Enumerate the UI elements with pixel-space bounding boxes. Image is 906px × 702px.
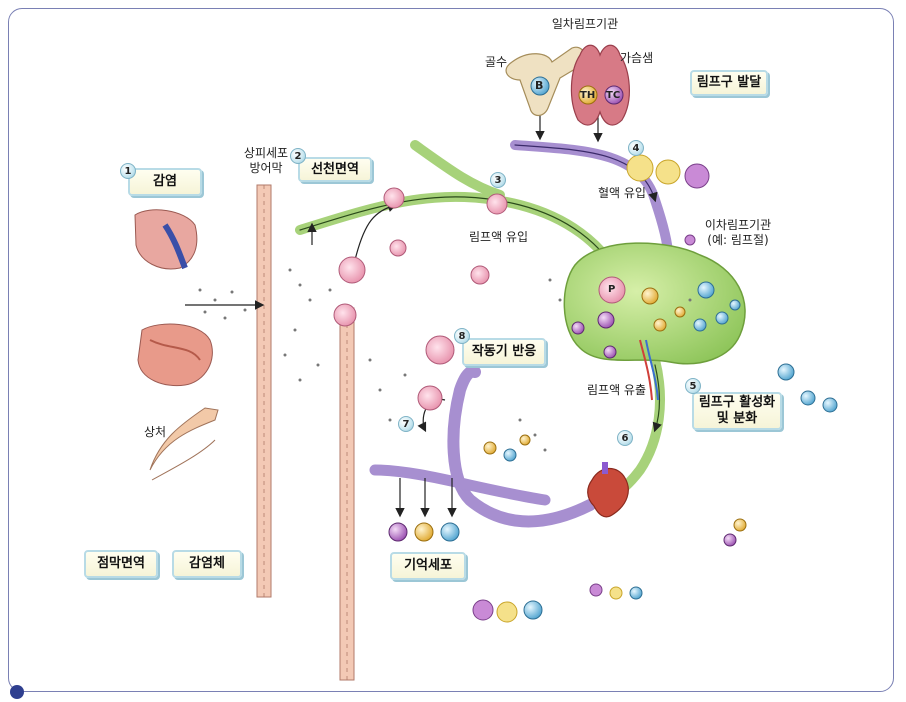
epithelial-barrier-label-line2: 방어막 xyxy=(249,161,283,175)
corner-dot xyxy=(10,685,24,699)
activation-box: 림프구 활성화 및 분화 xyxy=(692,392,782,430)
infection-box: 감염 xyxy=(128,168,202,196)
cytotoxic-t-letter: TC xyxy=(606,90,621,101)
step-badge-1: 1 xyxy=(120,163,136,179)
lymph-node xyxy=(563,242,746,401)
secondary-organs-label-line2: (예: 림프절) xyxy=(707,233,769,247)
wound-label: 상처 xyxy=(144,425,167,439)
b-cell-letter: B xyxy=(535,79,544,92)
cell-tc-thymus xyxy=(604,85,624,105)
memory-cells-box: 기억세포 xyxy=(390,552,466,580)
thymus-illustration xyxy=(570,44,630,126)
circulating-cells xyxy=(472,154,838,623)
primary-organs-label: 일차림프기관 xyxy=(551,17,619,31)
activation-line1: 림프구 활성화 xyxy=(698,395,776,410)
hand-illustration xyxy=(149,407,219,481)
epithelial-barrier xyxy=(256,184,355,681)
thymus-label: 가슴샘 xyxy=(620,51,654,65)
step-badge-3: 3 xyxy=(490,172,506,188)
activation-line2: 및 분화 xyxy=(716,411,758,426)
mucosal-immunity-box: 점막면역 xyxy=(84,550,158,578)
phagocyte-cells xyxy=(333,187,626,411)
lymphocytes-in-node xyxy=(571,281,741,359)
step-badge-6: 6 xyxy=(617,430,633,446)
step-badge-2: 2 xyxy=(290,148,306,164)
cell-b-bone xyxy=(530,76,550,96)
effector-response-box: 작동기 반응 xyxy=(462,338,546,366)
diagram-frame xyxy=(8,8,894,692)
memory-cell-icons xyxy=(388,522,460,542)
bone-marrow-label: 골수 xyxy=(485,55,508,69)
step-badge-5: 5 xyxy=(685,378,701,394)
lymphocyte-development-box: 림프구 발달 xyxy=(690,70,768,96)
step-badge-4: 4 xyxy=(628,140,644,156)
step-badge-7: 7 xyxy=(398,416,414,432)
lymph-entry-label: 림프액 유입 xyxy=(469,230,529,244)
infectious-agent-box: 감염체 xyxy=(172,550,242,578)
pathogen-particles xyxy=(198,268,692,452)
secondary-organs-label-line1: 이차림프기관 xyxy=(704,218,772,232)
helper-t-letter: TH xyxy=(580,90,596,101)
lymph-outflow-label: 림프액 유출 xyxy=(587,383,647,397)
epithelial-barrier-label-line1: 상피세포 xyxy=(243,146,289,160)
blood-entry-label: 혈액 유입 xyxy=(598,186,646,200)
step-badge-8: 8 xyxy=(454,328,470,344)
innate-immunity-box: 선천면역 xyxy=(298,157,372,182)
intestine-illustration xyxy=(137,323,213,387)
heart-illustration xyxy=(587,462,629,518)
respiratory-illustration xyxy=(134,209,198,270)
phagocyte-letter: P xyxy=(608,284,616,295)
cell-th-thymus xyxy=(578,85,598,105)
